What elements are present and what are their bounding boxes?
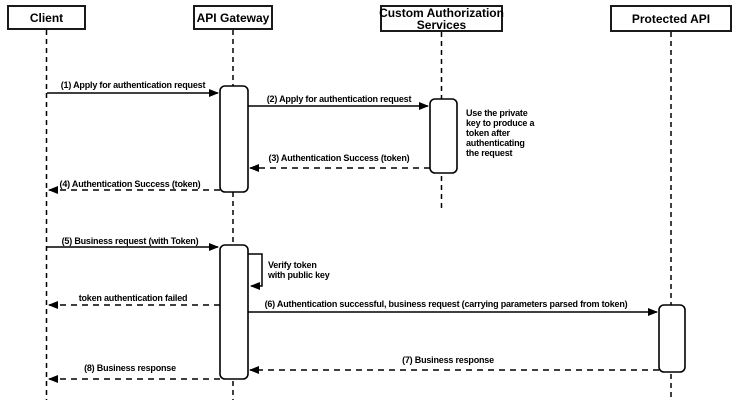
note-private-key: Use the private key to produce a token a… bbox=[466, 108, 535, 158]
message-label-7: (7) Business response bbox=[402, 355, 494, 365]
message-label-3: (3) Authentication Success (token) bbox=[268, 153, 410, 163]
message-label-4: (4) Authentication Success (token) bbox=[59, 179, 201, 189]
message-label-6: (6) Authentication successful, business … bbox=[264, 299, 628, 309]
participant-protected-api: Protected API bbox=[610, 5, 732, 32]
message-label-5: (5) Business request (with Token) bbox=[61, 236, 199, 246]
activation-custom-auth-services bbox=[429, 98, 458, 174]
message-label-8: (8) Business response bbox=[84, 363, 176, 373]
activation-api-gateway-business bbox=[219, 244, 249, 380]
activation-protected-api bbox=[658, 304, 686, 373]
activation-api-gateway-auth bbox=[219, 85, 249, 193]
participant-client: Client bbox=[7, 5, 86, 30]
arrow-self-message bbox=[248, 253, 263, 290]
message-label-token-failed: token authentication failed bbox=[78, 293, 188, 303]
self-message-label: Verify token with public key bbox=[268, 260, 330, 280]
participant-api-gateway: API Gateway bbox=[193, 5, 273, 30]
participant-custom-auth-services: Custom Authorization Services bbox=[379, 5, 504, 32]
message-label-2: (2) Apply for authentication request bbox=[266, 94, 412, 104]
message-label-1: (1) Apply for authentication request bbox=[60, 80, 206, 90]
